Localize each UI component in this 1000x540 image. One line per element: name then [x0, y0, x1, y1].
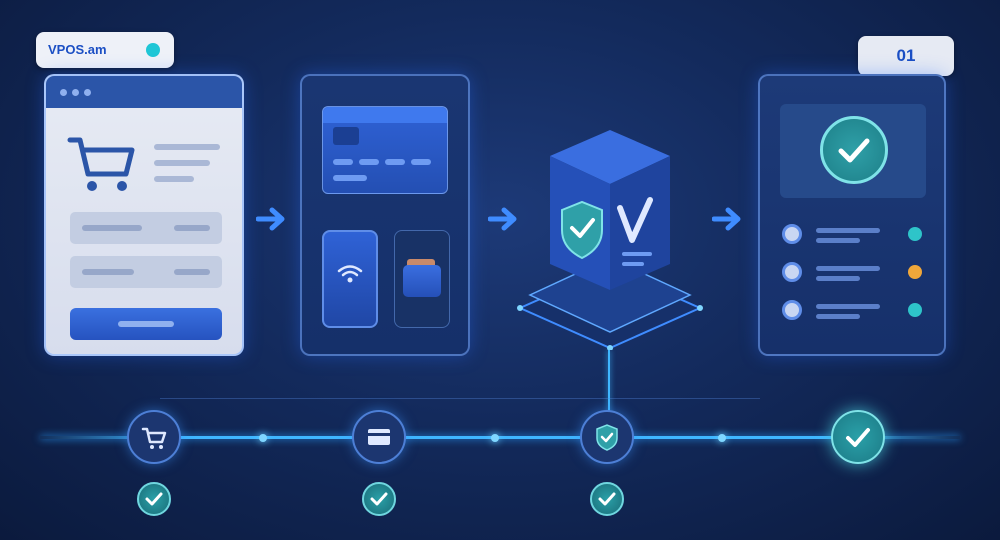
transaction-row: [782, 222, 928, 246]
success-box: [780, 104, 926, 198]
check-icon: [846, 428, 870, 447]
timeline-step-cart: [127, 410, 181, 464]
timeline-step-complete: [831, 410, 885, 464]
progress-timeline: [40, 436, 960, 439]
window-title-bar: [46, 76, 242, 108]
text-placeholder: [154, 160, 210, 166]
timeline-step-shield: [580, 410, 634, 464]
shopping-cart-icon: [67, 137, 135, 191]
nfc-phone-icon: [322, 230, 378, 328]
wallet-tile: [394, 230, 450, 328]
shield-check-icon: [561, 200, 603, 260]
status-ok-icon: [908, 303, 922, 317]
cart-icon: [141, 427, 167, 449]
card-icon: [368, 429, 390, 445]
step-done-check-icon: [137, 482, 171, 516]
credit-card-icon: [322, 106, 448, 194]
step-done-check-icon: [362, 482, 396, 516]
connector-line: [608, 350, 610, 436]
wifi-icon: [337, 265, 363, 283]
text-placeholder: [154, 144, 220, 150]
success-check-icon: [820, 116, 888, 184]
brand-badge: VPOS.am: [36, 32, 174, 68]
window-dot: [72, 89, 79, 96]
secure-processing-cube: [517, 130, 703, 350]
shield-icon: [596, 424, 618, 451]
pay-button[interactable]: [70, 308, 222, 340]
status-pending-icon: [908, 265, 922, 279]
arrow-right-icon: [488, 207, 517, 231]
payment-methods-panel: [300, 74, 470, 356]
arrow-right-icon: [256, 207, 285, 231]
transaction-row: [782, 260, 928, 284]
timeline-step-card: [352, 410, 406, 464]
text-placeholder: [154, 176, 194, 182]
brand-label: VPOS.am: [48, 42, 107, 57]
window-dot: [84, 89, 91, 96]
arrow-right-icon: [712, 207, 741, 231]
form-field[interactable]: [70, 212, 222, 244]
cube-top: [550, 130, 670, 184]
transaction-row: [782, 298, 928, 322]
window-dot: [60, 89, 67, 96]
form-field[interactable]: [70, 256, 222, 288]
v-logo-icon: [617, 197, 653, 243]
payment-result-panel: [758, 74, 946, 356]
step-number-badge: 01: [858, 36, 954, 76]
status-ok-icon: [908, 227, 922, 241]
wallet-icon: [403, 265, 441, 297]
checkout-panel: [44, 74, 244, 356]
step-done-check-icon: [590, 482, 624, 516]
brand-status-dot: [146, 43, 160, 57]
